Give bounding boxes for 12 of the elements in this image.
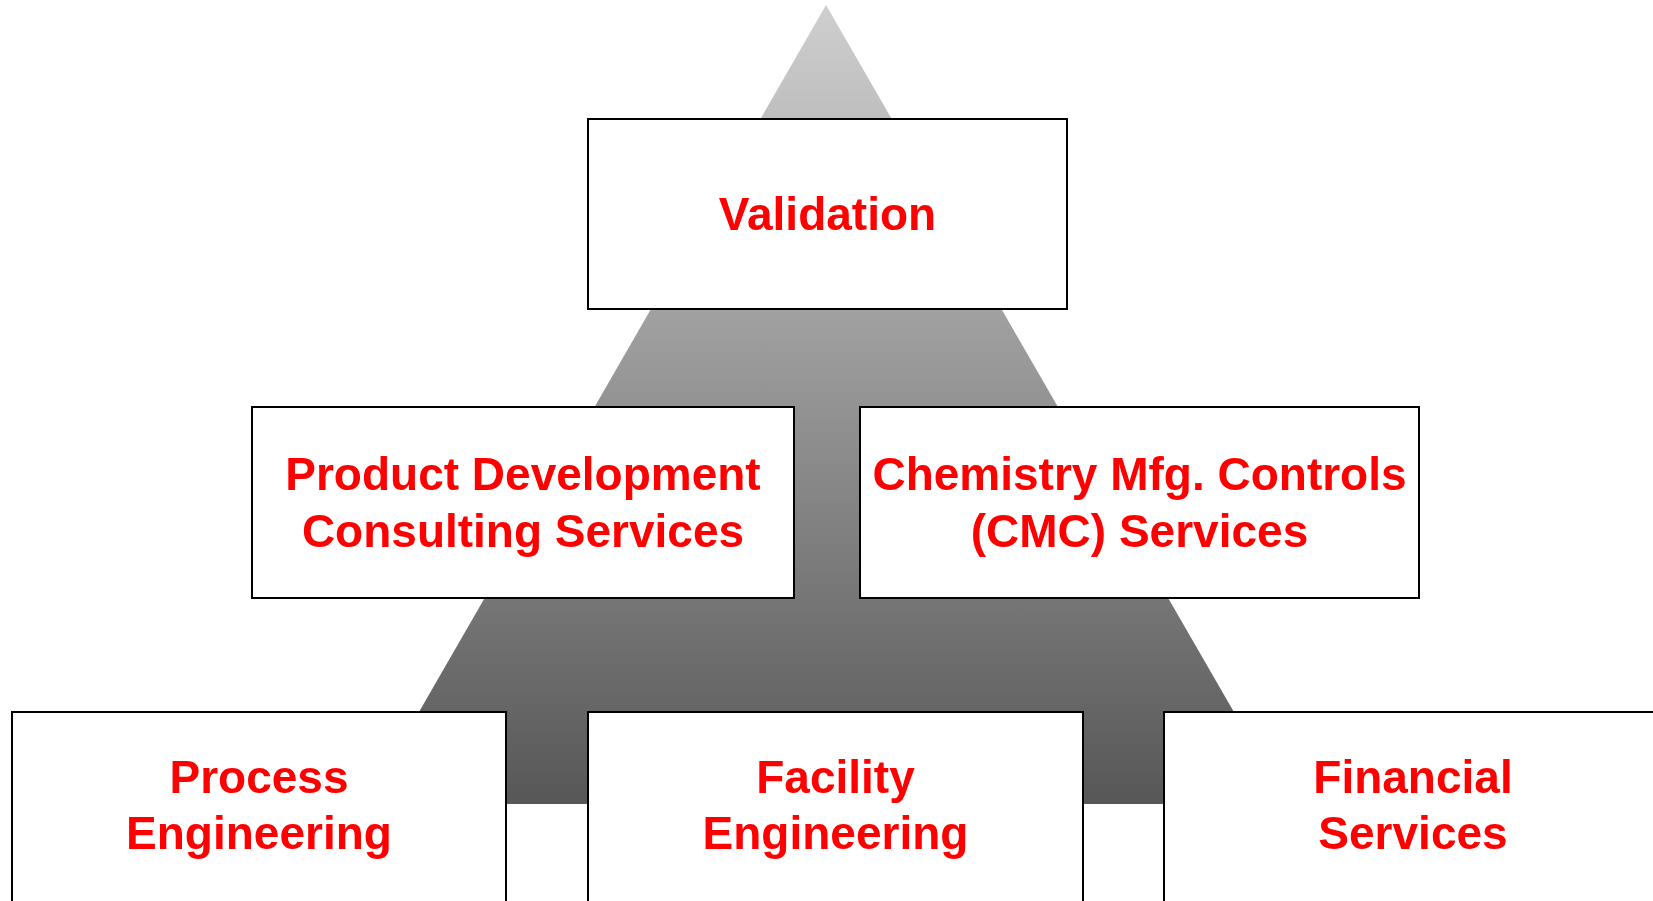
service-box	[1163, 711, 1653, 901]
service-box	[251, 406, 795, 599]
service-label: Validation	[718, 186, 937, 242]
service-box	[587, 711, 1084, 901]
service-label: Chemistry Mfg. Controls (CMC) Services	[871, 447, 1408, 559]
service-box	[859, 406, 1420, 599]
service-label: Financial Services	[1312, 750, 1514, 862]
service-label: Process Engineering	[125, 750, 393, 862]
service-label: Product Development Consulting Services	[284, 447, 762, 559]
service-label: Facility Engineering	[701, 750, 970, 862]
service-box	[11, 711, 507, 901]
service-box	[587, 118, 1068, 310]
